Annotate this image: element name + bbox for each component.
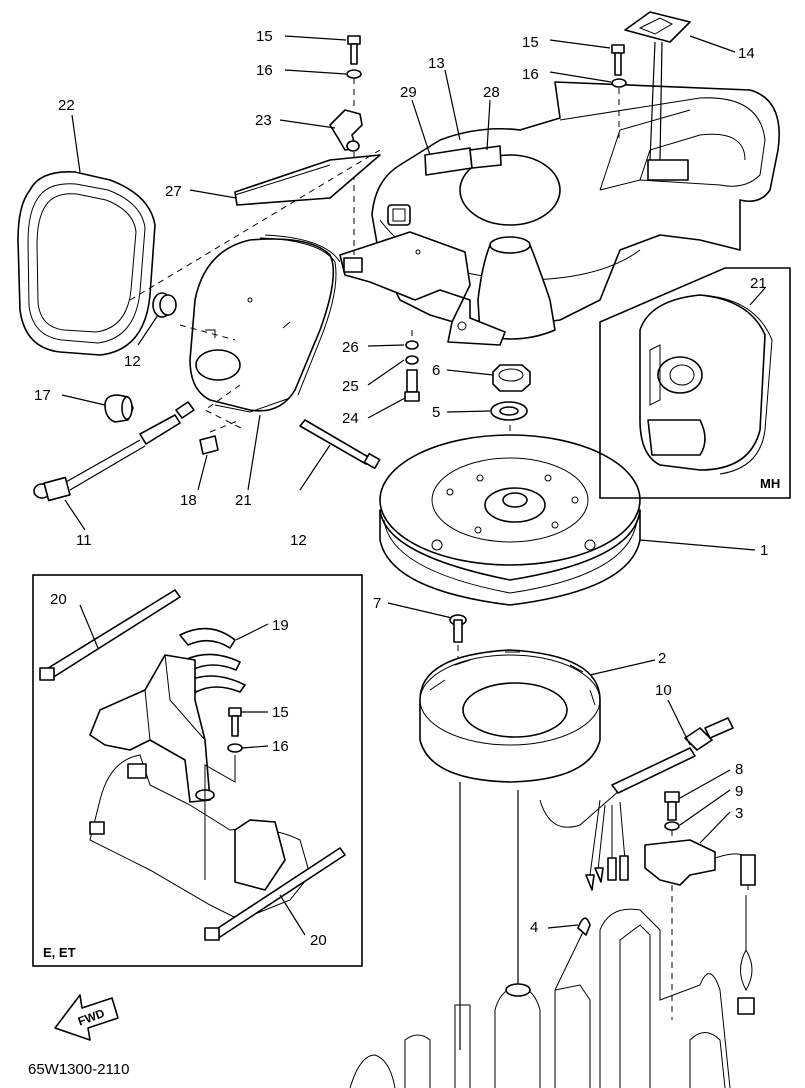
label-16-right: 16	[522, 66, 539, 83]
label-25: 25	[342, 378, 359, 395]
label-15-inset: 15	[272, 704, 289, 721]
fwd-arrow-icon: FWD	[54, 994, 119, 1041]
part-labels: 1 2 3 4 5 6 7 8 9 10 11 12 12 13 14 15 1…	[34, 28, 768, 949]
label-6: 6	[432, 362, 440, 379]
label-7: 7	[373, 595, 381, 612]
label-21-mh: 21	[750, 275, 767, 292]
key-4	[554, 917, 591, 991]
label-4: 4	[530, 919, 538, 936]
wire-clip-23	[329, 109, 363, 255]
inset-mh-tag: MH	[760, 476, 780, 491]
label-9: 9	[735, 783, 743, 800]
label-19: 19	[272, 617, 289, 634]
label-29: 29	[400, 84, 417, 101]
label-2: 2	[658, 650, 666, 667]
plug-17	[104, 394, 134, 423]
label-27: 27	[165, 183, 182, 200]
label-23: 23	[255, 112, 272, 129]
cover-bracket	[339, 231, 506, 346]
label-22: 22	[58, 97, 75, 114]
label-28: 28	[483, 84, 500, 101]
label-14: 14	[738, 45, 755, 62]
flywheel-1	[379, 434, 641, 606]
tag-18	[199, 419, 241, 455]
inset-e-et-box: E, ET	[32, 574, 363, 967]
label-24: 24	[342, 410, 359, 427]
seal-22	[17, 171, 156, 356]
silencer-21	[189, 234, 341, 413]
inset-e-et-tag: E, ET	[43, 945, 76, 960]
label-16-inset: 16	[272, 738, 289, 755]
grommet-12	[152, 292, 177, 318]
label-3: 3	[735, 805, 743, 822]
nut-6	[492, 364, 531, 392]
label-11: 11	[76, 532, 92, 549]
label-10: 10	[655, 682, 672, 699]
label-17: 17	[34, 387, 51, 404]
stator-2	[419, 649, 601, 1050]
bolt-8	[664, 791, 680, 1020]
wire-harness-10	[539, 717, 734, 891]
washer-5	[490, 401, 528, 500]
label-8: 8	[735, 761, 743, 778]
lever-part-14	[624, 11, 691, 181]
label-26: 26	[342, 339, 359, 356]
label-21: 21	[235, 492, 252, 509]
label-13: 13	[428, 55, 445, 72]
label-16-left: 16	[256, 62, 273, 79]
inset-mh-box: MH	[599, 267, 791, 499]
wire-route-dashed	[129, 149, 381, 301]
label-5: 5	[432, 404, 440, 421]
cable-11	[33, 401, 195, 502]
label-18: 18	[180, 492, 197, 509]
label-20-lower: 20	[310, 932, 327, 949]
diagram-code: 65W1300-2110	[28, 1061, 129, 1078]
label-15-left: 15	[256, 28, 273, 45]
bolt-24	[404, 330, 420, 402]
flywheel-cover	[371, 81, 780, 340]
wire-route-dashed-2	[179, 324, 246, 431]
label-1: 1	[760, 542, 768, 559]
label-12-tie: 12	[290, 532, 307, 549]
label-12-grommet: 12	[124, 353, 141, 370]
bolt-15-upper-left	[346, 35, 362, 110]
bolt-15-upper-right	[611, 44, 627, 140]
crankcase	[349, 908, 731, 1088]
pulser-coil-3	[644, 839, 756, 1015]
cable-tie-12	[299, 419, 381, 470]
tape-27	[234, 154, 381, 206]
leader-lines	[61, 35, 766, 936]
label-15-right: 15	[522, 34, 539, 51]
label-20-upper: 20	[50, 591, 67, 608]
